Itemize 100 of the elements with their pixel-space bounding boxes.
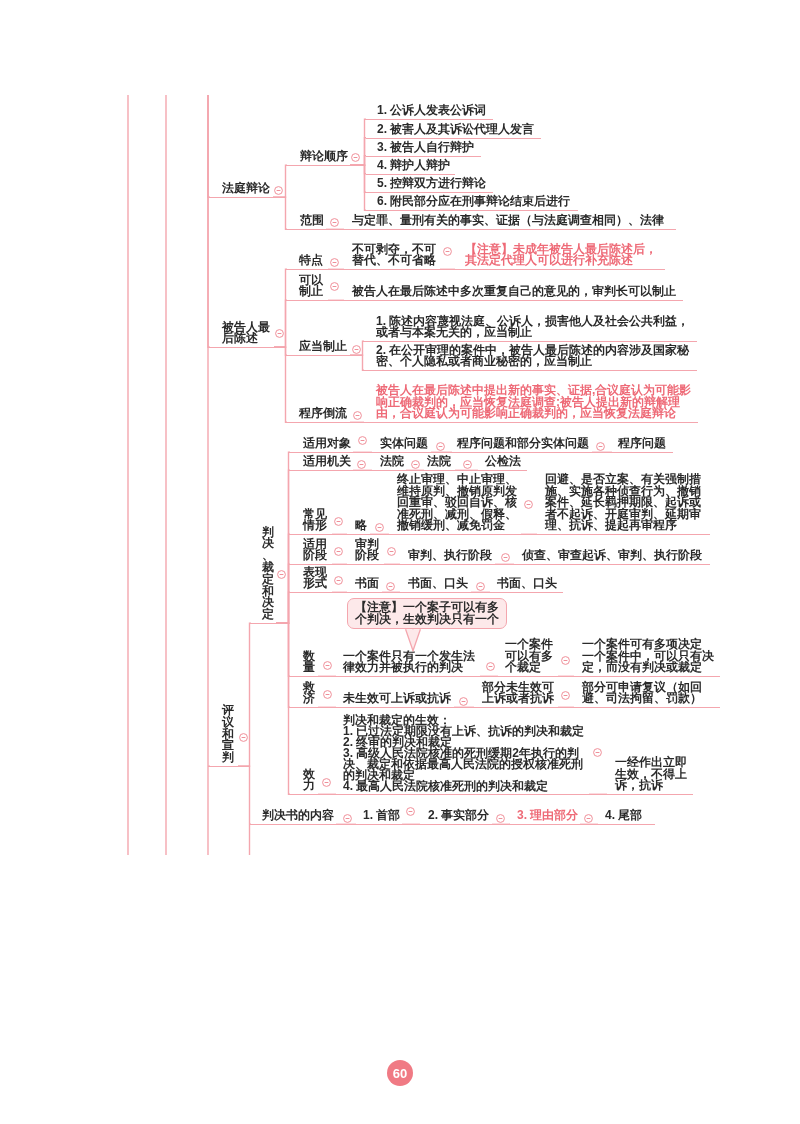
topic-text: 一个案件可有多项决定 [582, 639, 702, 651]
topic-text: 适用机关 [303, 456, 352, 468]
mindmap-topic [607, 757, 693, 795]
mindmap-topic [347, 578, 382, 593]
mindmap-topic [344, 215, 676, 230]
branch-line [454, 469, 479, 471]
topic-text: 略 [355, 520, 368, 532]
topic-text: 1. 已过法定期限没有上诉、抗诉的判决和裁定 [343, 726, 586, 737]
branch-line [439, 268, 456, 270]
topic-text: 4. 尾部 [605, 810, 644, 822]
mindmap-topic [336, 715, 589, 795]
topic-text: 判决和裁定的生效： [343, 715, 451, 726]
mindmap-topic [290, 456, 353, 471]
topic-text: 2. 终审的判决和裁定 [343, 737, 453, 748]
note-text: 【注意】未成年被告人最后陈述后，其法定代理人可以进行补充陈述 [465, 243, 658, 267]
topic-text: 审判阶段 [355, 538, 380, 562]
topic-text: 3. 被告人自行辩护 [377, 141, 476, 154]
mindmap-topic [251, 810, 336, 825]
mindmap-topic [287, 408, 350, 423]
branch-line [207, 94, 211, 767]
mindmap-topic [612, 438, 673, 453]
topic-text: 1. 首部 [363, 810, 402, 822]
topic-text: 法庭辩论 [222, 183, 271, 195]
branch-line [383, 563, 401, 565]
branch-line [453, 706, 475, 708]
topic-text: 被告人最后陈述 [222, 321, 271, 345]
topic-text: 4. 辩护人辩护 [377, 159, 452, 172]
topic-text: 部分未生效可上诉或者抗诉 [482, 681, 555, 705]
topic-text: 未生效可上诉或抗诉 [343, 693, 452, 705]
mindmap-topic [344, 286, 683, 301]
branch-line [237, 765, 252, 825]
mindmap-topic [366, 159, 455, 175]
topic-text: 终止审理、中止审理、维持原判、撤销原判发回重审、驳回自诉、核准死刑、减刑、假释、撤销缓刑、减免罚金 [397, 474, 518, 532]
topic-text: 被告人在最后陈述中多次重复自己的意见的，审判长可以制止 [352, 286, 677, 298]
topic-text: 适用对象 [303, 438, 352, 450]
topic-text: 程序问题和部分实体问题 [457, 438, 590, 450]
branch-line [557, 675, 575, 677]
mindmap-topic [510, 810, 580, 825]
mindmap-topic [336, 650, 480, 677]
branch-line [352, 451, 373, 453]
page-number: 60 [392, 1066, 408, 1080]
mindmap-topic [287, 255, 328, 270]
branch-line [352, 469, 373, 471]
note-text: 3. 理由部分 [517, 810, 580, 822]
mindmap-topic [347, 538, 384, 565]
topic-text: 范围 [300, 215, 325, 227]
topic-text: 侦查、审查起诉、审判、执行阶段 [522, 550, 703, 562]
branch-line [331, 533, 348, 535]
mindmap-topic [210, 183, 273, 198]
branch-line [272, 196, 288, 230]
topic-text: 2. 被害人及其诉讼代理人发言 [377, 123, 536, 136]
branch-line [557, 706, 575, 708]
mindmap-topic [210, 705, 238, 767]
topic-text: 6. 附民部分应在刑事辩论结束后进行 [377, 196, 572, 208]
topic-text: 特点 [299, 255, 324, 267]
mindmap-topic [490, 578, 563, 593]
mindmap-topic [400, 550, 495, 565]
branch-line [349, 354, 365, 371]
branch-line [494, 563, 515, 565]
mindmap-topic [336, 693, 454, 708]
mindmap-topic [287, 151, 350, 166]
branch-line [430, 451, 453, 453]
branch-line [520, 533, 538, 535]
topic-text: 书面、口头 [497, 578, 558, 590]
topic-text: 法院 [427, 456, 452, 468]
topic-text: 判决、裁定和决定 [262, 526, 274, 621]
topic-text: 一个案件可以有多个裁定 [505, 639, 554, 674]
topic-text: 书面 [355, 578, 380, 590]
mindmap-topic [366, 123, 541, 139]
mindmap-topic [290, 438, 353, 453]
mindmap-topic [366, 141, 481, 157]
mindmap-topic [290, 538, 332, 565]
note-text: 被告人在最后陈述中提出新的事实、证据,合议庭认为可能影响正确裁判的，应当恢复法庭调查;被告人提出新的辩解理由，合议庭认为可能影响正确裁判的，应当恢复法庭辩论 [376, 385, 693, 420]
topic-text: 5. 控辩双方进行辩论 [377, 178, 488, 190]
mindmap-topic [290, 768, 318, 795]
branch-line [401, 823, 421, 825]
topic-text: 效力 [303, 768, 316, 792]
mindmap-topic [455, 243, 665, 270]
branch-line [349, 164, 367, 211]
topic-text: 2. 事实部分 [428, 810, 491, 822]
mindmap-topic [344, 243, 440, 270]
topic-text: 法院 [380, 456, 405, 468]
topic-text: 审判、执行阶段 [408, 550, 493, 562]
mindmap-topic [366, 105, 493, 120]
topic-text: 适用阶段 [303, 538, 328, 562]
mindmap-topic [598, 810, 655, 825]
topic-text: 1. 陈述内容蔑视法庭、公诉人，损害他人及社会公共利益，或者与本案无关的，应当制止 [376, 315, 691, 339]
branch-line [349, 421, 365, 423]
topic-text: 公检法 [485, 456, 522, 468]
branch-line [479, 675, 499, 677]
topic-text: 回避、是否立案、有关强制措施、实施各种侦查行为、撤销案件、延长羁押期限、起诉或者不起诉、开庭审判、延期审理、抗诉、提起再审程序 [545, 474, 702, 532]
mindmap-topic [287, 274, 328, 301]
mindmap-topic [452, 438, 592, 453]
topic-text: 一个案件中，可以只有决定，而没有判决或裁定 [582, 650, 715, 674]
branch-line [325, 228, 345, 230]
mindmap-topic [474, 681, 558, 708]
mindmap-topic [356, 810, 402, 825]
branch-line [317, 706, 337, 708]
topic-text: 1. 公诉人发表公诉词 [377, 105, 488, 117]
branch-line [591, 451, 613, 453]
